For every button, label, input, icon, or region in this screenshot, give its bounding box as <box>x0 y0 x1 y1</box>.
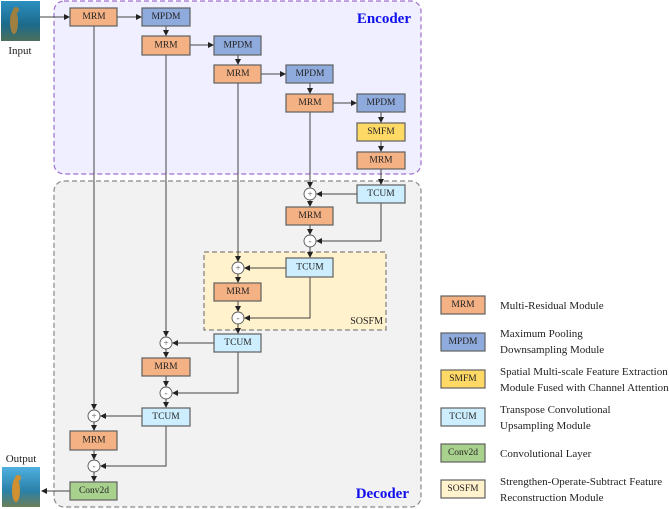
svg-text:TCUM: TCUM <box>152 412 180 422</box>
mrm-block-d1: MRM <box>69 430 118 451</box>
output-image <box>2 467 40 507</box>
minus-operator: - <box>159 386 173 400</box>
svg-text:Module Fused with Channel Atte: Module Fused with Channel Attention <box>500 382 669 394</box>
svg-text:MPDM: MPDM <box>295 69 325 79</box>
tcum-block-1: TCUM <box>141 407 191 427</box>
output-label: Output <box>6 453 37 465</box>
input-label: Input <box>8 45 31 57</box>
svg-text:MRM: MRM <box>226 69 250 79</box>
svg-text:-: - <box>93 461 96 471</box>
svg-text:MRM: MRM <box>154 41 178 51</box>
svg-text:Spatial Multi-scale Feature Ex: Spatial Multi-scale Feature Extraction <box>500 366 668 378</box>
smfm-block: SMFM <box>356 122 406 142</box>
mrm-block-e3: MRM <box>213 64 262 84</box>
svg-text:Upsampling Module: Upsampling Module <box>500 420 591 432</box>
svg-text:+: + <box>163 338 168 348</box>
conv2d-block: Conv2d <box>69 481 118 501</box>
svg-text:TCUM: TCUM <box>296 263 324 273</box>
svg-text:MRM: MRM <box>82 12 106 22</box>
svg-text:TCUM: TCUM <box>367 189 395 199</box>
legend: MRM Multi-Residual Module MPDM Maximum P… <box>440 295 669 504</box>
svg-text:MRM: MRM <box>298 98 322 108</box>
svg-text:Convolutional Layer: Convolutional Layer <box>500 448 592 460</box>
tcum-block-3: TCUM <box>285 257 334 278</box>
minus-operator: - <box>303 234 317 248</box>
svg-text:Multi-Residual Module: Multi-Residual Module <box>500 300 604 312</box>
svg-text:MRM: MRM <box>369 156 393 166</box>
svg-text:-: - <box>237 313 240 323</box>
plus-operator: + <box>303 187 317 201</box>
legend-item-sosfm: SOSFM Strengthen-Operate-Subtract Featur… <box>440 476 662 504</box>
mrm-block-bottleneck: MRM <box>356 151 406 170</box>
minus-operator: - <box>231 311 245 325</box>
mpdm-block-3: MPDM <box>285 64 334 84</box>
svg-text:-: - <box>165 388 168 398</box>
svg-text:Strengthen-Operate-Subtract Fe: Strengthen-Operate-Subtract Feature <box>500 476 662 488</box>
svg-text:Conv2d: Conv2d <box>79 486 109 496</box>
svg-text:+: + <box>307 189 312 199</box>
tcum-block-4: TCUM <box>356 184 406 204</box>
svg-text:+: + <box>235 263 240 273</box>
minus-operator: - <box>87 459 101 473</box>
svg-text:Reconstruction Module: Reconstruction Module <box>500 492 604 504</box>
mrm-block-e2: MRM <box>141 35 191 56</box>
plus-operator: + <box>231 261 245 275</box>
plus-operator: + <box>159 336 173 350</box>
mpdm-block-2: MPDM <box>213 35 262 56</box>
svg-text:Conv2d: Conv2d <box>448 448 478 458</box>
svg-text:Downsampling Module: Downsampling Module <box>500 344 604 356</box>
svg-text:MRM: MRM <box>298 211 322 221</box>
svg-text:SMFM: SMFM <box>449 374 477 384</box>
mrm-block-d2: MRM <box>141 357 191 377</box>
mrm-block-e4: MRM <box>285 93 334 113</box>
encoder-title: Encoder <box>357 11 412 27</box>
input-image <box>1 1 40 41</box>
svg-text:SOSFM: SOSFM <box>447 484 479 494</box>
svg-text:TCUM: TCUM <box>224 338 252 348</box>
svg-text:SMFM: SMFM <box>367 127 395 137</box>
legend-item-conv2d: Conv2d Convolutional Layer <box>440 443 592 463</box>
svg-text:MPDM: MPDM <box>448 337 478 347</box>
svg-text:TCUM: TCUM <box>449 412 477 422</box>
svg-text:Maximum Pooling: Maximum Pooling <box>500 328 583 340</box>
svg-text:MRM: MRM <box>82 436 106 446</box>
mpdm-block-1: MPDM <box>141 7 191 27</box>
plus-operator: + <box>87 409 101 423</box>
svg-text:MPDM: MPDM <box>366 98 396 108</box>
sosfm-label: SOSFM <box>350 316 383 327</box>
svg-text:-: - <box>309 236 312 246</box>
svg-text:MPDM: MPDM <box>151 12 181 22</box>
legend-item-mrm: MRM Multi-Residual Module <box>440 295 604 315</box>
connections <box>40 14 384 494</box>
svg-text:+: + <box>91 411 96 421</box>
svg-text:MRM: MRM <box>226 287 250 297</box>
mrm-block-d3: MRM <box>213 282 262 302</box>
svg-text:MPDM: MPDM <box>223 41 253 51</box>
decoder-title: Decoder <box>356 486 410 502</box>
mpdm-block-4: MPDM <box>356 93 406 113</box>
legend-item-smfm: SMFM Spatial Multi-scale Feature Extract… <box>440 366 669 394</box>
tcum-block-2: TCUM <box>213 333 262 353</box>
mrm-block-e1: MRM <box>69 7 118 27</box>
mrm-block-d4: MRM <box>285 206 334 226</box>
svg-text:Transpose Convolutional: Transpose Convolutional <box>500 404 611 416</box>
svg-text:MRM: MRM <box>451 300 475 310</box>
svg-text:MRM: MRM <box>154 362 178 372</box>
